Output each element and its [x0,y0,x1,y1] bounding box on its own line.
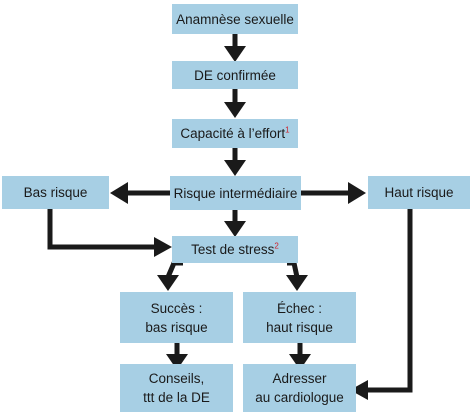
box-de-confirmee: DE confirmée [172,61,298,89]
box-risque-intermediaire: Risque intermédiaire [170,176,301,210]
arrowhead [224,46,246,62]
arrowhead [289,354,311,370]
arrowhead [110,182,128,204]
arrowhead [154,237,172,257]
box-adresser-cardiologue: Adresser au cardiologue [243,364,356,412]
arrowhead [224,102,246,118]
note-marker: 2 [274,241,279,251]
box-haut-risque: Haut risque [368,176,470,209]
arrowhead [224,160,246,176]
arrowhead [350,380,368,400]
arrowhead [224,221,246,237]
arrow-bas-to-test [47,209,157,250]
arrowhead [286,275,308,291]
box-bas-risque: Bas risque [2,176,109,209]
box-echec-haut-risque: Échec : haut risque [243,292,356,343]
arrowhead [166,354,188,370]
arrowhead [348,182,366,204]
test-label: Test de stress [191,242,275,257]
box-capacite-effort: Capacité à l’effort1 [172,119,298,148]
box-test-de-stress: Test de stress2 [172,236,298,263]
box-succes-bas-risque: Succès : bas risque [120,292,233,343]
arrow-test-to-echec [287,260,300,278]
arrow-haut-to-adresser [365,209,413,393]
arrow-test-to-succes [165,260,183,278]
arrowhead [157,275,179,291]
note-marker: 1 [285,125,290,135]
box-anamnese-sexuelle: Anamnèse sexuelle [172,4,298,34]
box-conseils-ttt: Conseils, ttt de la DE [120,364,233,412]
capacite-label: Capacité à l’effort [180,126,286,141]
